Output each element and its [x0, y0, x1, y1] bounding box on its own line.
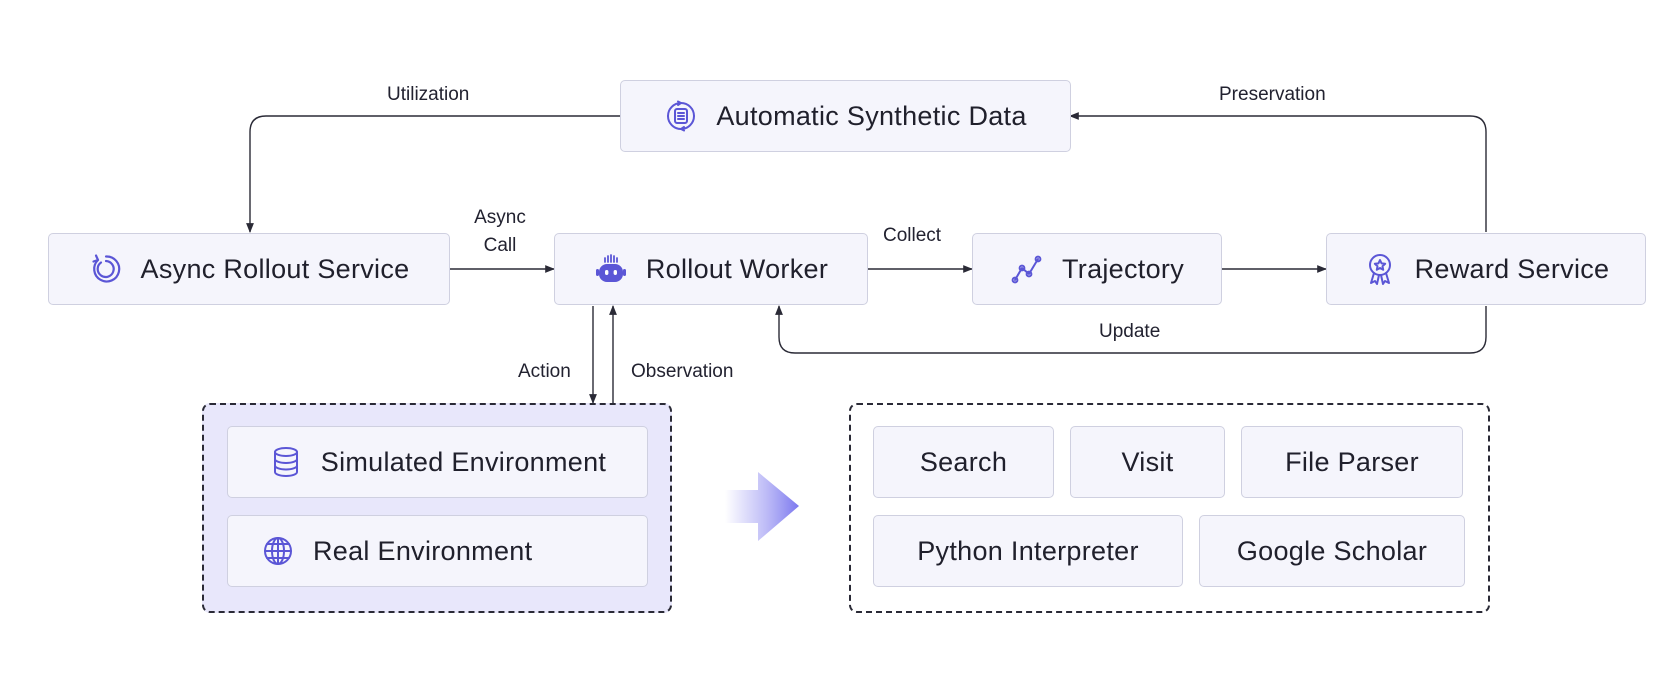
node-label: Simulated Environment [320, 446, 607, 477]
tool-file-parser[interactable]: File Parser [1241, 426, 1463, 498]
tool-search[interactable]: Search [873, 426, 1054, 498]
tool-python-interpreter[interactable]: Python Interpreter [873, 515, 1183, 587]
award-badge-icon [1363, 252, 1397, 286]
node-automatic-synthetic-data[interactable]: Automatic Synthetic Data [620, 80, 1071, 152]
label-async-line1: Async [474, 207, 526, 228]
tool-label: Google Scholar [1236, 535, 1428, 566]
node-label: Trajectory [1061, 253, 1185, 284]
tool-visit[interactable]: Visit [1070, 426, 1225, 498]
label-async-line2: Call [483, 235, 517, 256]
tool-label: Visit [1121, 446, 1174, 477]
refresh-icon [89, 252, 123, 286]
label-update: Update [1099, 321, 1161, 342]
node-label: Automatic Synthetic Data [716, 100, 1027, 131]
globe-icon [261, 534, 295, 568]
database-icon [269, 445, 303, 479]
node-simulated-environment[interactable]: Simulated Environment [227, 426, 648, 498]
node-rollout-worker[interactable]: Rollout Worker [554, 233, 868, 305]
node-label: Real Environment [313, 535, 533, 566]
label-preservation: Preservation [1219, 84, 1326, 105]
label-collect: Collect [883, 225, 942, 246]
node-async-rollout-service[interactable]: Async Rollout Service [48, 233, 450, 305]
node-label: Rollout Worker [645, 253, 829, 284]
node-label: Async Rollout Service [140, 253, 410, 284]
flow-arrow [725, 472, 799, 541]
tool-label: Search [919, 446, 1008, 477]
label-utilization: Utilization [387, 84, 470, 105]
label-action: Action [518, 361, 571, 382]
tools-group [849, 403, 1490, 613]
node-label: Reward Service [1414, 253, 1610, 284]
line-chart-icon [1010, 252, 1044, 286]
tool-label: File Parser [1285, 446, 1419, 477]
data-cycle-icon [664, 99, 698, 133]
tool-label: Python Interpreter [917, 535, 1139, 566]
node-trajectory[interactable]: Trajectory [972, 233, 1222, 305]
robot-icon [594, 252, 628, 286]
node-reward-service[interactable]: Reward Service [1326, 233, 1646, 305]
label-observation: Observation [631, 361, 734, 382]
tool-google-scholar[interactable]: Google Scholar [1199, 515, 1465, 587]
label-async-call: Async Call [460, 204, 540, 260]
node-real-environment[interactable]: Real Environment [227, 515, 648, 587]
